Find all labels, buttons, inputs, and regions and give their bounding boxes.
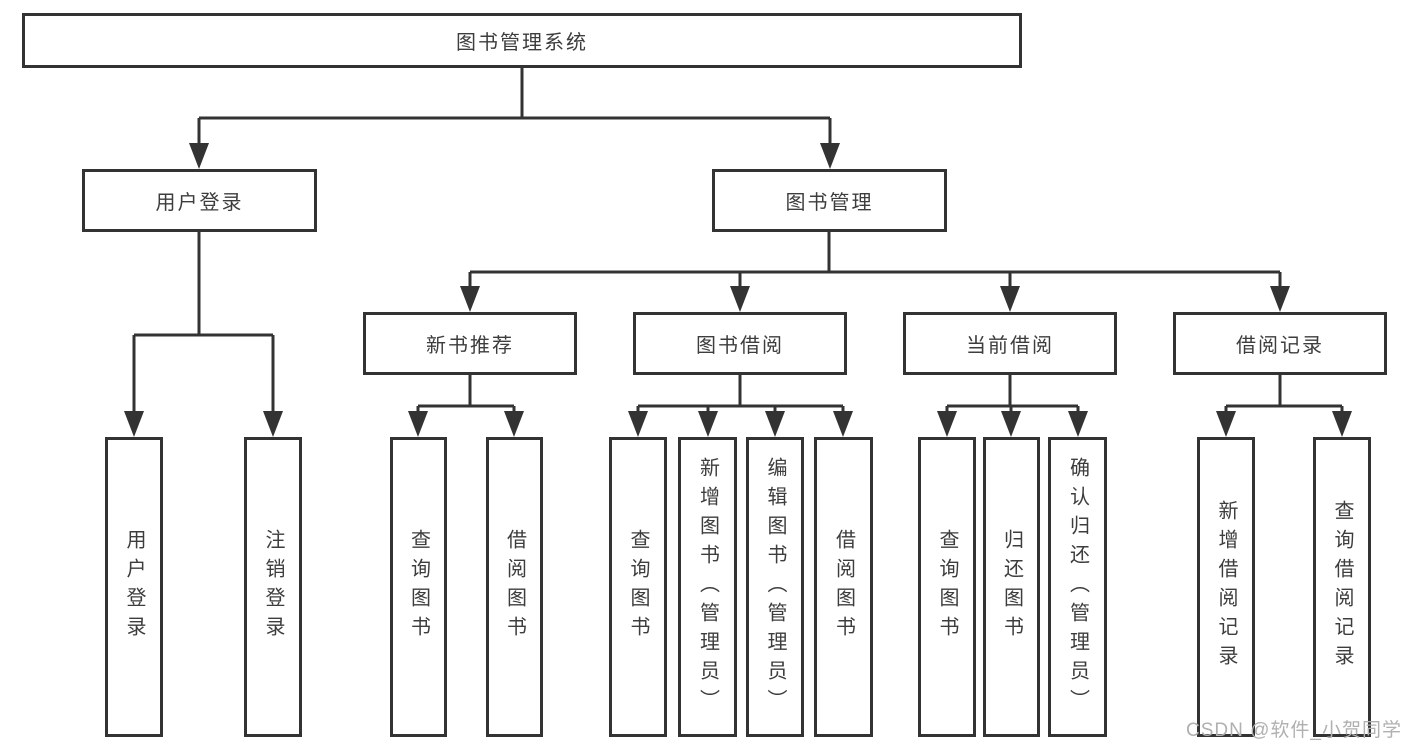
node-book-borrow: 图书借阅 [633, 312, 847, 375]
leaf-cb-query-books: 查询图书 [918, 437, 976, 737]
edge-root-to-level1 [197, 68, 832, 146]
leaf-bb-edit-books-admin: 编辑图书（管理员） [746, 437, 804, 737]
leaf-nb-query-books-label: 查询图书 [407, 529, 430, 645]
arrowheads [124, 143, 1352, 437]
node-book-management: 图书管理 [712, 169, 947, 232]
arrowhead [765, 411, 785, 437]
edge-book-borrow-children [636, 375, 845, 416]
leaf-cb-confirm-return-admin-label: 确认归还（管理员） [1066, 456, 1089, 718]
edge-borrow-record-children [1224, 375, 1344, 416]
node-borrow-record: 借阅记录 [1173, 312, 1387, 375]
arrowhead [504, 411, 524, 437]
leaf-br-add-record-label: 新增借阅记录 [1215, 500, 1237, 674]
leaf-user-login: 用户登录 [105, 437, 163, 737]
node-book-management-label: 图书管理 [785, 192, 874, 214]
leaf-bb-query-books: 查询图书 [609, 437, 667, 737]
leaf-nb-query-books: 查询图书 [390, 437, 447, 737]
arrowhead [263, 411, 283, 437]
arrowhead [1216, 411, 1236, 437]
leaf-cb-query-books-label: 查询图书 [936, 529, 958, 645]
leaf-bb-query-books-label: 查询图书 [627, 529, 649, 645]
leaf-user-login-label: 用户登录 [123, 529, 145, 645]
leaf-bb-borrow-books: 借阅图书 [814, 437, 873, 737]
node-user-login: 用户登录 [82, 169, 317, 232]
leaf-br-query-record-label: 查询借阅记录 [1331, 500, 1353, 674]
arrowhead [833, 411, 853, 437]
arrowhead [1332, 411, 1352, 437]
leaf-logout: 注销登录 [244, 437, 302, 737]
edge-book-mgmt-children [468, 232, 1282, 290]
node-borrow-record-label: 借阅记录 [1236, 335, 1324, 357]
edge-new-book-children [416, 375, 516, 416]
leaf-bb-edit-books-admin-label: 编辑图书（管理员） [764, 456, 786, 718]
leaf-bb-add-books-admin: 新增图书（管理员） [678, 437, 737, 737]
arrowhead [1270, 286, 1290, 312]
node-new-book-recommend-label: 新书推荐 [426, 335, 514, 357]
leaf-br-add-record: 新增借阅记录 [1197, 437, 1255, 737]
arrowhead [124, 411, 144, 437]
leaf-br-query-record: 查询借阅记录 [1313, 437, 1371, 737]
leaf-cb-return-books-label: 归还图书 [1000, 529, 1023, 645]
arrowhead [698, 411, 718, 437]
node-current-borrow: 当前借阅 [903, 312, 1117, 375]
arrowhead [408, 411, 428, 437]
node-current-borrow-label: 当前借阅 [966, 335, 1054, 357]
arrowhead [1000, 286, 1020, 312]
leaf-nb-borrow-books-label: 借阅图书 [503, 529, 526, 645]
arrowhead [1068, 411, 1088, 437]
node-book-borrow-label: 图书借阅 [696, 335, 784, 357]
arrowhead [628, 411, 648, 437]
node-user-login-label: 用户登录 [155, 192, 244, 214]
leaf-bb-borrow-books-label: 借阅图书 [832, 529, 855, 645]
edge-current-borrow-children [945, 375, 1080, 416]
csdn-watermark: CSDN @软件_小贺同学 [1186, 720, 1402, 741]
node-new-book-recommend: 新书推荐 [363, 312, 577, 375]
arrowhead [937, 411, 957, 437]
leaf-bb-add-books-admin-label: 新增图书（管理员） [696, 456, 719, 718]
node-root: 图书管理系统 [22, 13, 1022, 68]
arrowhead [730, 286, 750, 312]
leaf-cb-return-books: 归还图书 [983, 437, 1040, 737]
leaf-logout-label: 注销登录 [262, 529, 284, 645]
edge-user-login-children [132, 232, 275, 416]
node-root-label: 图书管理系统 [456, 32, 588, 54]
leaf-nb-borrow-books: 借阅图书 [486, 437, 543, 737]
arrowhead [1001, 411, 1021, 437]
arrowhead [820, 143, 840, 169]
leaf-cb-confirm-return-admin: 确认归还（管理员） [1048, 437, 1107, 737]
arrowhead [189, 143, 209, 169]
arrowhead [460, 286, 480, 312]
